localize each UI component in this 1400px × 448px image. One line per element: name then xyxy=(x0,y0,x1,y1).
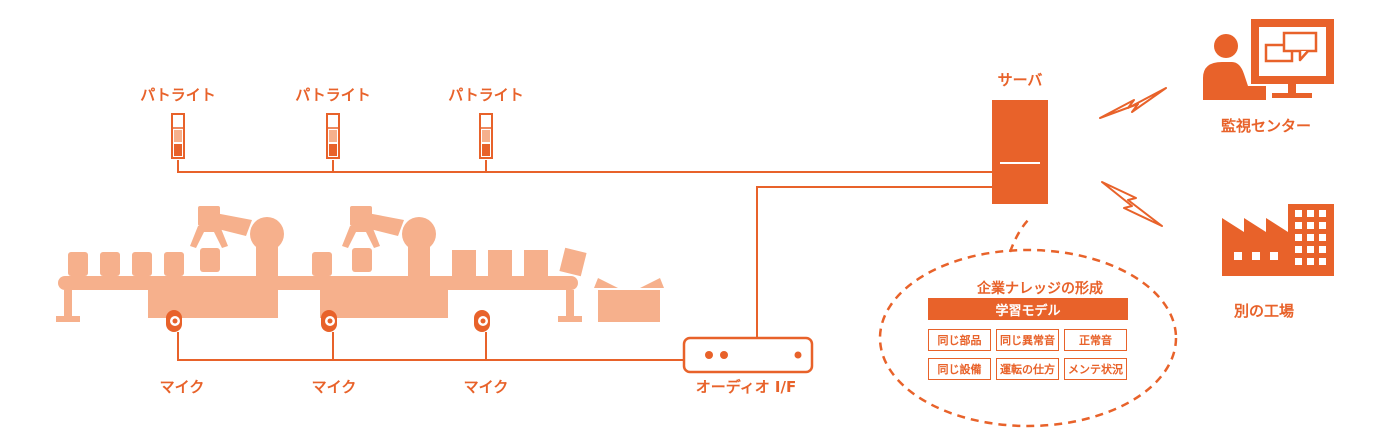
knowledge-cell: 正常音 xyxy=(1064,329,1127,351)
patlight-bus-line xyxy=(177,160,992,173)
patlight-label-2: パトライト xyxy=(295,86,371,104)
machine-base-2 xyxy=(320,290,448,318)
conveyor-belt xyxy=(58,276,578,290)
network-lines xyxy=(177,160,992,361)
patlight-2 xyxy=(326,113,340,159)
monitoring-center-label: 監視センター xyxy=(1220,117,1312,135)
robot-arm-1 xyxy=(190,206,284,276)
patlight-3 xyxy=(479,113,493,159)
knowledge-cell: 同じ部品 xyxy=(928,329,991,351)
product-cans xyxy=(68,252,332,276)
learning-model-bar: 学習モデル xyxy=(928,298,1128,320)
production-line xyxy=(56,206,664,322)
audio-if-label: オーディオ I/F xyxy=(695,378,797,396)
microphones xyxy=(166,310,490,332)
knowledge-cell: 同じ異常音 xyxy=(996,329,1059,351)
knowledge-title: 企業ナレッジの形成 xyxy=(977,281,1103,297)
mic-label-3: マイク xyxy=(463,378,509,396)
cardboard-box xyxy=(594,278,664,322)
microphone-icon-1 xyxy=(166,310,182,332)
mic-label-2: マイク xyxy=(311,378,357,396)
knowledge-bubble xyxy=(878,217,1178,428)
factory-icon xyxy=(1222,204,1334,276)
knowledge-cell: 運転の仕方 xyxy=(996,358,1059,380)
lightning-to-monitor xyxy=(1099,87,1167,119)
microphone-icon-3 xyxy=(474,310,490,332)
other-factory-label: 別の工場 xyxy=(1233,302,1295,320)
patlight-label-3: パトライト xyxy=(448,86,524,104)
server-label: サーバ xyxy=(997,71,1043,89)
mic-label-1: マイク xyxy=(159,378,205,396)
robot-arm-2 xyxy=(342,206,436,276)
server-icon xyxy=(992,100,1048,204)
patlight-1 xyxy=(171,113,185,159)
patlight-label-1: パトライト xyxy=(140,86,216,104)
knowledge-cell: メンテ状況 xyxy=(1064,358,1127,380)
audio-to-server-line xyxy=(756,186,992,338)
lightning-to-factory xyxy=(1101,181,1163,227)
knowledge-cell: 同じ設備 xyxy=(928,358,991,380)
microphone-icon-2 xyxy=(321,310,337,332)
audio-interface-icon xyxy=(682,336,814,374)
mic-bus-line xyxy=(177,332,684,361)
lightning-icons xyxy=(1099,87,1167,227)
product-boxes xyxy=(452,247,587,277)
operator-monitor-icon xyxy=(1203,19,1334,100)
